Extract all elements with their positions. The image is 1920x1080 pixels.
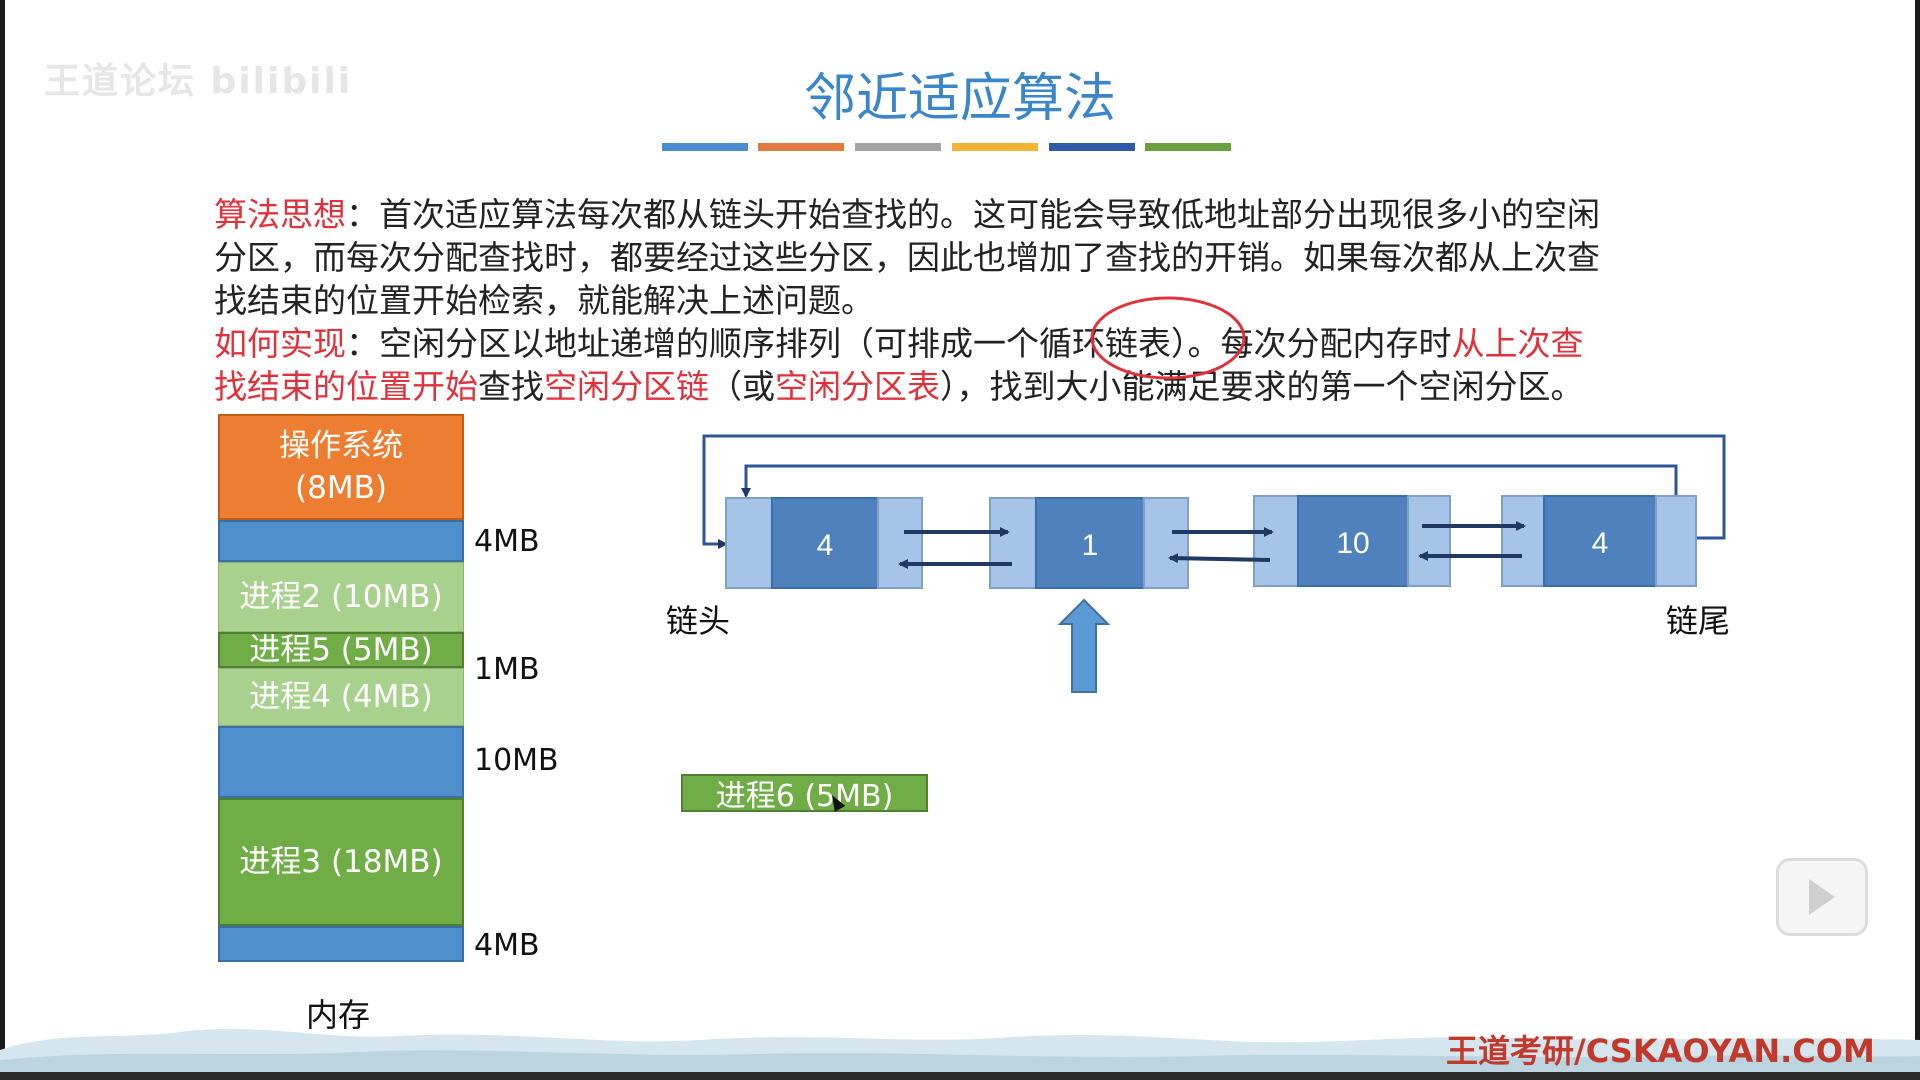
page-title: 邻近适应算法 xyxy=(803,69,1116,129)
deco-bar-6 xyxy=(1145,143,1231,151)
list-node-4 xyxy=(1501,495,1697,587)
process5-block: 进程5 (5MB) xyxy=(218,632,464,668)
memory-caption: 内存 xyxy=(306,996,371,1034)
free-size-label-2: 1MB xyxy=(474,652,540,687)
annotation-circle xyxy=(1090,296,1246,380)
free-block-1 xyxy=(218,520,464,562)
impl-label: 如何实现 xyxy=(214,324,346,363)
right-border xyxy=(1915,0,1920,1080)
impl-highlight-h: 空闲分区表 xyxy=(775,367,940,406)
deco-bar-5 xyxy=(1049,143,1135,151)
os-block: 操作系统 (8MB) xyxy=(218,414,464,520)
deco-bar-4 xyxy=(952,143,1038,151)
bottom-border xyxy=(0,1072,1920,1080)
idea-paragraph: 算法思想：首次适应算法每次都从链头开始查找的。这可能会导致低地址部分出现很多小的… xyxy=(214,193,1734,322)
node-3-value: 10 xyxy=(1336,527,1369,560)
idea-line3: 找结束的位置开始检索，就能解决上述问题。 xyxy=(214,281,874,320)
deco-bar-3 xyxy=(855,143,941,151)
impl-text-i: ），找到大小能满足要求的第一个空闲分区。 xyxy=(940,367,1584,406)
impl-text-a: ：空闲分区以地址递增的顺序排列（可排成一个 xyxy=(346,324,1039,363)
impl-highlight-c: 从上次查 xyxy=(1451,324,1584,363)
impl-highlight-f: 空闲分区链 xyxy=(544,367,709,406)
free-size-label-3: 10MB xyxy=(474,743,559,778)
node-4-value: 4 xyxy=(1592,527,1609,560)
play-button[interactable] xyxy=(1776,858,1868,936)
deco-bar-1 xyxy=(662,143,748,151)
free-size-label-1: 4MB xyxy=(474,524,540,559)
idea-label: 算法思想 xyxy=(214,195,346,234)
left-border xyxy=(0,0,5,1080)
list-tail-label: 链尾 xyxy=(1666,602,1731,640)
process3-block: 进程3 (18MB) xyxy=(218,798,464,926)
list-node-3 xyxy=(1253,495,1451,587)
node-2-value: 1 xyxy=(1082,529,1099,562)
idea-line1: ：首次适应算法每次都从链头开始查找的。这可能会导致低地址部分出现很多小的空闲 xyxy=(346,195,1600,234)
loop-outer-line xyxy=(702,434,1726,549)
free-size-label-4: 4MB xyxy=(474,928,540,963)
process4-block: 进程4 (4MB) xyxy=(218,668,464,726)
impl-text-e: 查找 xyxy=(478,367,544,406)
list-node-2 xyxy=(989,497,1189,589)
idea-line2: 分区，而每次分配查找时，都要经过这些分区，因此也增加了查找的开销。如果每次都从上… xyxy=(214,238,1600,277)
deco-bar-2 xyxy=(758,143,844,151)
free-block-4 xyxy=(218,926,464,962)
process2-block: 进程2 (10MB) xyxy=(218,562,464,632)
footer-brand: 王道考研/CSKAOYAN.COM xyxy=(1446,1032,1875,1070)
impl-paragraph: 如何实现：空闲分区以地址递增的顺序排列（可排成一个循环链表）。每次分配内存时从上… xyxy=(214,322,1734,408)
search-pointer-arrow-icon xyxy=(1057,598,1111,693)
prev-arrow-2 xyxy=(1168,553,1271,564)
impl-text-g: （或 xyxy=(709,367,775,406)
new-process-block[interactable]: 进程6 (5MB) xyxy=(681,774,928,814)
list-node-1 xyxy=(725,497,923,589)
impl-circled-term: 循环链表 xyxy=(1039,324,1171,363)
watermark-logo: 王道论坛 bilibili xyxy=(44,61,353,102)
node-1-value: 4 xyxy=(817,529,834,562)
os-label: 操作系统 xyxy=(279,428,403,464)
impl-text-b: ）。每次分配内存时 xyxy=(1171,324,1452,363)
bottom-decoration xyxy=(0,1028,1920,1072)
free-block-3 xyxy=(218,726,464,798)
impl-highlight-d: 找结束的位置开始 xyxy=(214,367,478,406)
play-icon xyxy=(1809,879,1835,915)
loop-inner-line xyxy=(741,464,1678,498)
list-head-label: 链头 xyxy=(666,602,731,640)
os-size: (8MB) xyxy=(295,470,387,506)
